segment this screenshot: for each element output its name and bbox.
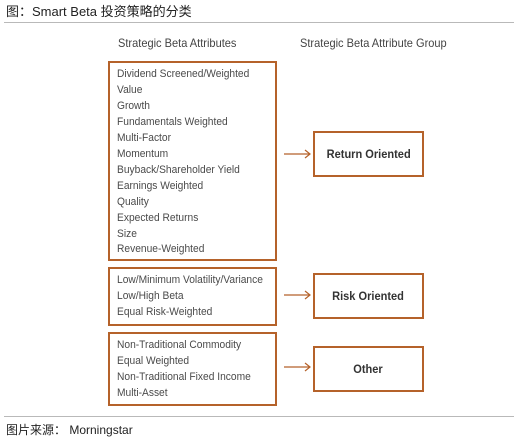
arrow-right-icon [284, 362, 312, 372]
column-header-groups: Strategic Beta Attribute Group [300, 36, 447, 50]
attribute-item: Dividend Screened/Weighted [117, 68, 250, 80]
group-box-return-oriented: Return Oriented [313, 131, 424, 177]
attribute-item: Low/Minimum Volatility/Variance [117, 274, 263, 286]
group-label: Risk Oriented [332, 289, 405, 303]
attribute-item: Earnings Weighted [117, 179, 204, 192]
attribute-item: Buyback/Shareholder Yield [117, 163, 240, 176]
group-box-other: Other [313, 346, 424, 392]
attribute-item: Equal Weighted [117, 354, 190, 367]
attribute-box-other: Non-Traditional Commodity Equal Weighted… [108, 332, 277, 406]
attribute-item: Quality [117, 195, 149, 208]
attribute-item: Non-Traditional Commodity [117, 339, 242, 351]
group-box-risk-oriented: Risk Oriented [313, 273, 424, 319]
attribute-item: Non-Traditional Fixed Income [117, 370, 251, 383]
footer-divider [4, 416, 514, 417]
title-divider [4, 22, 514, 23]
attribute-box-risk-oriented: Low/Minimum Volatility/Variance Low/High… [108, 267, 277, 326]
group-label: Return Oriented [326, 147, 411, 161]
attribute-item: Fundamentals Weighted [117, 115, 228, 128]
page-title: 图：Smart Beta 投资策略的分类 [6, 4, 192, 19]
attribute-item: Expected Returns [117, 211, 199, 224]
group-label: Other [353, 362, 384, 376]
attribute-item: Value [117, 83, 143, 96]
attribute-item: Growth [117, 99, 150, 112]
source-note: 图片来源： Morningstar [6, 423, 133, 437]
attribute-item: Multi-Asset [117, 386, 168, 399]
column-header-attributes: Strategic Beta Attributes [118, 36, 237, 50]
attribute-item: Revenue-Weighted [117, 243, 205, 256]
attribute-item: Momentum [117, 147, 169, 160]
attribute-item: Size [117, 227, 137, 240]
attribute-item: Equal Risk-Weighted [117, 305, 213, 318]
arrow-right-icon [284, 290, 312, 300]
attribute-item: Multi-Factor [117, 131, 171, 144]
arrow-right-icon [284, 149, 312, 159]
attribute-item: Low/High Beta [117, 289, 184, 302]
attribute-box-return-oriented: Dividend Screened/Weighted Value Growth … [108, 61, 277, 261]
